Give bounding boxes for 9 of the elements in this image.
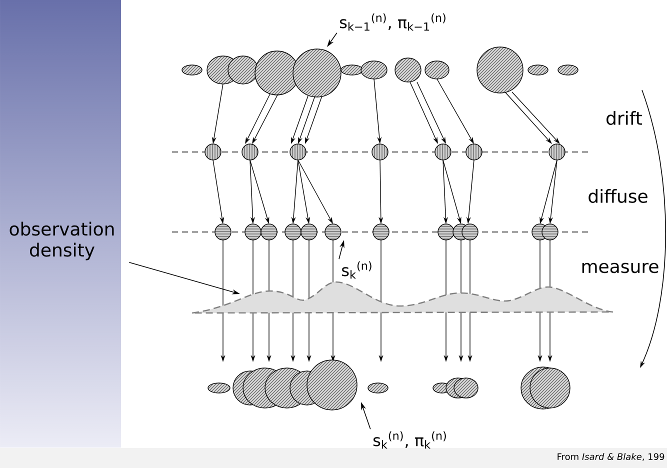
annotation-text: observation density xyxy=(10,222,114,260)
step-label: diffuse xyxy=(588,189,648,203)
annotation-text: s$_{k}$$^{(n)}$, π$_{k}$(n) xyxy=(373,431,446,449)
source-note: From Isard & Blake, 199 xyxy=(558,453,664,461)
step-label: measure xyxy=(582,262,658,274)
annotation-text: s$_{k−1}$$^{(n)}$, π$_{k−1}$(n) xyxy=(340,13,446,31)
density-curve xyxy=(191,281,614,314)
step-label: drift xyxy=(606,111,642,125)
annotation-text: s$_{k}$(n) xyxy=(342,261,372,279)
